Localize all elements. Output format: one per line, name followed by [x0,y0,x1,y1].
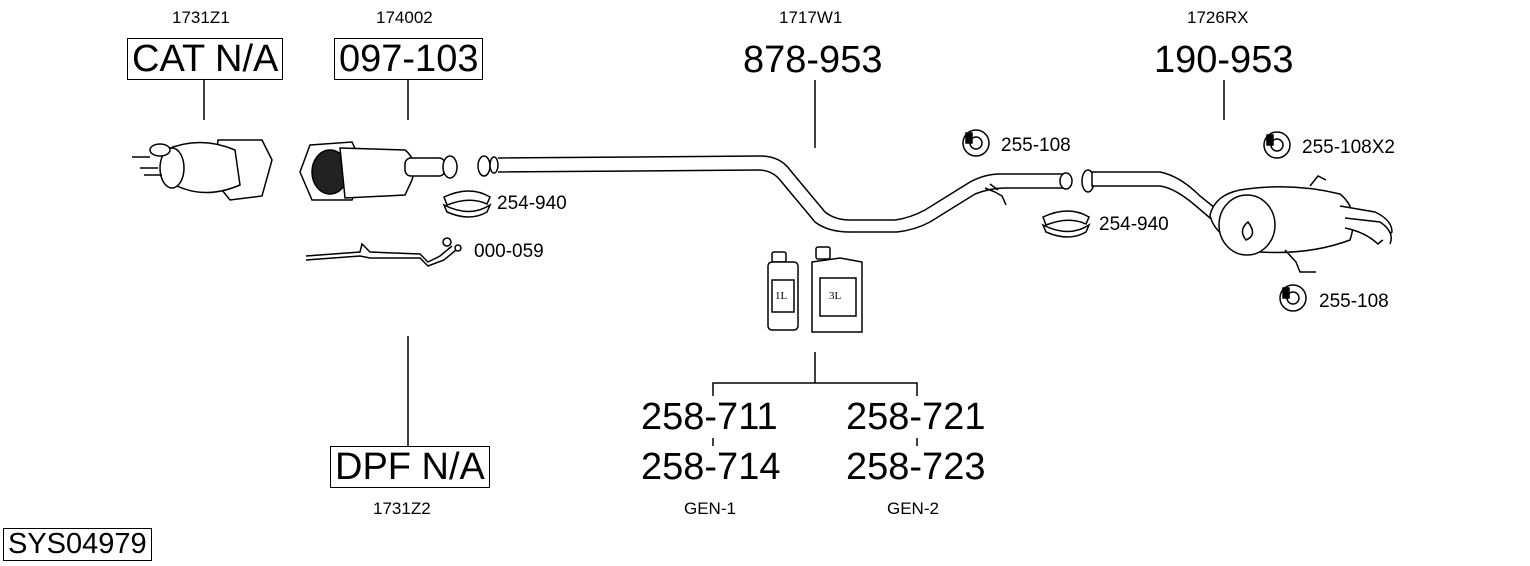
rear-silencer-icon [1081,169,1393,273]
gen2-code-2[interactable]: 258-723 [846,446,986,488]
dpf-code[interactable]: DPF N/A [330,446,490,488]
fluid-can-3l-icon [811,246,863,333]
dpf-ref: 1731Z2 [373,499,431,518]
gen1-code-2[interactable]: 258-714 [641,446,781,488]
gen2-label: GEN-2 [887,499,939,518]
front-catalyst-code[interactable]: 097-103 [334,38,484,80]
rear-silencer-code[interactable]: 190-953 [1154,39,1294,81]
rear-silencer-ref: 1726RX [1187,8,1249,27]
clamp-front-icon [442,190,492,218]
gen2-code-1[interactable]: 258-721 [846,396,986,438]
can-small-label: 1L [775,290,788,302]
mount-mid-icon [962,129,990,157]
mount-rear-bottom-code[interactable]: 255-108 [1319,291,1389,312]
sensor-pipe-code[interactable]: 000-059 [474,241,544,262]
middle-pipe-icon [477,155,1073,233]
system-id: SYS04979 [3,528,152,561]
mid-pipe-code[interactable]: 878-953 [743,39,883,81]
mid-pipe-ref: 1717W1 [779,8,843,27]
gen1-code-1[interactable]: 258-711 [641,396,778,438]
cat-code[interactable]: CAT N/A [127,38,284,80]
clamp-front-code[interactable]: 254-940 [497,193,567,214]
cat-ref: 1731Z1 [172,8,230,27]
fluid-can-1l-icon [767,251,799,331]
front-catalyst-ref: 174002 [376,8,433,27]
clamp-rear-code[interactable]: 254-940 [1099,214,1169,235]
front-catalyst-icon [299,141,458,201]
fluid-bracket [712,382,918,396]
mount-rear-top-icon [1263,131,1291,159]
mount-rear-bottom-icon [1279,284,1307,312]
sensor-pipe-icon [305,237,462,267]
can-large-label: 3L [829,290,842,302]
mount-mid-code[interactable]: 255-108 [1001,135,1071,156]
clamp-rear-icon [1041,210,1091,238]
gen1-label: GEN-1 [684,499,736,518]
mount-rear-top-code[interactable]: 255-108X2 [1302,137,1395,158]
catalyst-icon [132,139,273,201]
